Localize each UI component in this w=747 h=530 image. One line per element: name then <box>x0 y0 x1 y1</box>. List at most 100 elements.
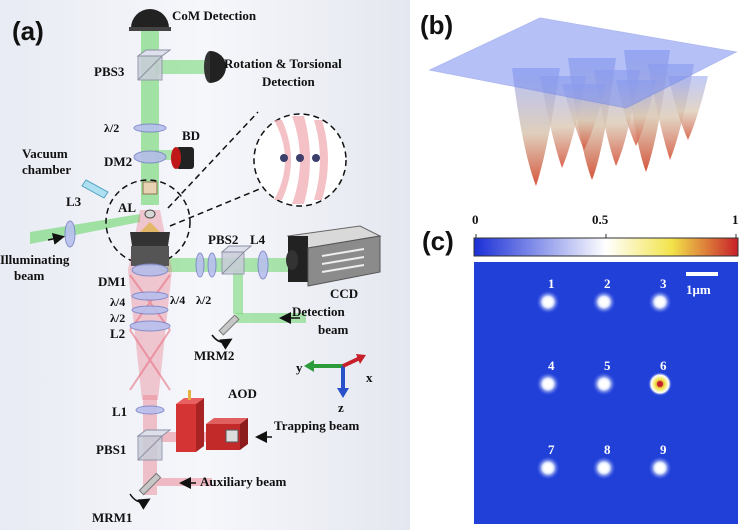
label-l4: L4 <box>250 232 266 247</box>
axes-indicator <box>304 354 366 398</box>
scalebar-label: 1μm <box>686 282 711 297</box>
label-bd: BD <box>182 128 200 143</box>
half-waveplate-left <box>131 305 169 315</box>
label-rotation-line2: Detection <box>262 74 315 89</box>
beam-dump-icon <box>171 147 194 169</box>
laser-source-icon <box>206 418 248 450</box>
colorbar-label-0: 0 <box>472 212 479 227</box>
label-mrm2: MRM2 <box>194 348 234 363</box>
panel-c: (c) 0 0.5 1 1μm 1 2 3 4 5 6 7 8 9 <box>422 212 739 524</box>
pbs3-cube <box>136 49 172 81</box>
label-illuminating-line2: beam <box>14 268 45 283</box>
label-illuminating-line1: Illuminating <box>0 252 70 267</box>
rotation-detector-icon <box>204 51 226 83</box>
trap-number-4: 4 <box>548 358 555 373</box>
quarter-waveplate-left <box>131 291 169 301</box>
panel-b: (b) <box>420 10 738 186</box>
label-dm2: DM2 <box>104 154 132 169</box>
label-auxiliary-beam: Auxiliary beam <box>200 474 286 489</box>
panel-a: (a) CoM Detection PBS3 Rotation & Torsio… <box>0 0 410 530</box>
mrm1-mirror <box>129 472 162 510</box>
label-vacuum-line1: Vacuum <box>22 146 68 161</box>
label-quarter-left: λ/4 <box>110 295 125 309</box>
dm1-mirror <box>131 263 169 277</box>
zoom-line-top <box>167 111 259 209</box>
objective-lens <box>130 222 170 266</box>
trap-core-6 <box>657 381 663 387</box>
red-beam-crossing <box>129 274 171 391</box>
half-waveplate-right <box>207 252 217 278</box>
label-al: AL <box>118 200 136 215</box>
label-mrm1: MRM1 <box>92 510 132 525</box>
illuminating-arrow <box>47 233 65 245</box>
pbs1-cube <box>136 429 172 461</box>
trap-core-2 <box>600 298 608 306</box>
scalebar <box>686 272 718 276</box>
trap-core-8 <box>600 464 608 472</box>
trap-spots: 1 2 3 4 5 6 7 8 9 <box>536 276 672 480</box>
l1-lens <box>135 405 165 415</box>
label-rotation-line1: Rotation & Torsional <box>224 56 342 71</box>
green-beam-detection-vertical <box>233 270 243 314</box>
aod-icon <box>176 390 204 452</box>
chamber-window <box>142 181 158 195</box>
trap-core-1 <box>544 298 552 306</box>
trap-core-4 <box>544 380 552 388</box>
colorbar <box>473 237 739 257</box>
vacuum-pointer-arrow <box>81 179 109 199</box>
x-axis-arrow <box>342 356 361 368</box>
trap-core-7 <box>544 464 552 472</box>
trap-number-8: 8 <box>604 442 611 457</box>
label-dm1: DM1 <box>98 274 126 289</box>
trap-number-9: 9 <box>660 442 667 457</box>
mrm2-mirror <box>211 314 240 350</box>
label-ccd: CCD <box>330 286 358 301</box>
label-l3: L3 <box>66 194 82 209</box>
label-axis-z: z <box>338 400 344 415</box>
label-l1: L1 <box>112 404 127 419</box>
trap-number-2: 2 <box>604 276 611 291</box>
green-beam-detection-input <box>236 313 306 323</box>
label-half-wave-top: λ/2 <box>104 121 119 135</box>
trap-number-5: 5 <box>604 358 611 373</box>
label-axis-x: x <box>366 370 373 385</box>
panel-label-a: (a) <box>12 16 44 46</box>
trap-number-1: 1 <box>548 276 555 291</box>
label-detection-line1: Detection <box>292 304 345 319</box>
label-vacuum-line2: chamber <box>22 162 71 177</box>
label-half-left: λ/2 <box>110 311 125 325</box>
quarter-waveplate-right <box>195 252 205 278</box>
trap-core-9 <box>656 464 664 472</box>
zoom-inset <box>253 113 347 207</box>
red-beam-middle <box>128 270 172 400</box>
label-half-right: λ/2 <box>196 293 211 307</box>
ccd-camera-icon <box>286 225 382 287</box>
label-pbs2: PBS2 <box>208 232 238 247</box>
com-detector-icon <box>131 9 169 28</box>
trap-number-3: 3 <box>660 276 667 291</box>
com-detector-base <box>129 27 171 31</box>
label-detection-line2: beam <box>318 322 349 337</box>
label-trapping-beam: Trapping beam <box>274 418 360 433</box>
l2-lens <box>129 320 171 332</box>
label-com-detection: CoM Detection <box>172 8 257 23</box>
label-quarter-right: λ/4 <box>170 293 185 307</box>
label-pbs3: PBS3 <box>94 64 125 79</box>
trap-number-7: 7 <box>548 442 555 457</box>
l3-lens <box>64 220 76 248</box>
trap-core-5 <box>600 380 608 388</box>
colorbar-label-05: 0.5 <box>592 212 609 227</box>
green-beam-bd <box>155 150 183 160</box>
pbs2-cube <box>220 245 253 275</box>
label-aod: AOD <box>228 386 257 401</box>
panel-label-c: (c) <box>422 226 454 256</box>
green-beam-rotation <box>155 60 205 74</box>
label-axis-y: y <box>296 360 303 375</box>
zoom-line-bottom <box>169 187 263 227</box>
trap-number-6: 6 <box>660 358 667 373</box>
label-pbs1: PBS1 <box>96 442 126 457</box>
dm2-mirror <box>133 150 167 164</box>
colorbar-label-1: 1 <box>732 212 739 227</box>
l4-lens <box>257 250 269 280</box>
